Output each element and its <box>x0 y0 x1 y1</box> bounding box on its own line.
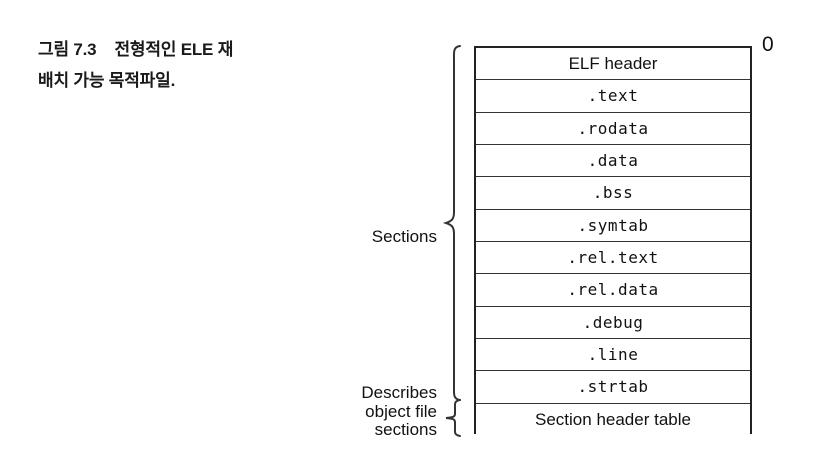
table-row: .data <box>476 144 750 178</box>
sections-brace-icon <box>442 45 461 401</box>
section-row-label: .symtab <box>577 215 649 235</box>
offset-zero-label: 0 <box>762 33 774 56</box>
section-row-label: .data <box>587 151 639 171</box>
describes-label-line-2: object file <box>365 401 437 421</box>
section-row-label: .rel.text <box>567 248 659 268</box>
table-row: .text <box>476 80 750 113</box>
table-row: Section header table <box>476 403 750 436</box>
describes-brace-label: Describes object file sections <box>290 383 437 440</box>
section-row-label: .debug <box>582 312 644 332</box>
table-row: .bss <box>476 177 750 210</box>
table-row: .symtab <box>476 209 750 242</box>
caption-text-part-1: 전형적인 ELE 재 <box>114 40 234 59</box>
section-row-label: .rel.data <box>567 280 659 300</box>
section-row-label: ELF header <box>568 53 658 73</box>
table-row: .line <box>476 338 750 372</box>
sections-brace-label: Sections <box>371 227 437 246</box>
object-file-section-table: ELF header .text .rodata .data .bss .symtab .r… <box>474 46 752 436</box>
figure-number: 그림 7.3 <box>38 40 97 59</box>
table-row: .rel.data <box>476 274 750 307</box>
describes-brace-icon <box>445 399 461 437</box>
caption-line-1: 그림 7.3 전형적인 ELE 재 <box>38 34 308 65</box>
section-row-label: .bss <box>592 183 634 203</box>
section-row-label: .strtab <box>577 377 649 397</box>
table-row: .rel.text <box>476 241 750 275</box>
table-row: .strtab <box>476 371 750 404</box>
table-row: ELF header <box>476 48 750 81</box>
describes-label-line-3: sections <box>374 420 437 439</box>
figure-caption: 그림 7.3 전형적인 ELE 재 배치 가능 목적파일. <box>38 34 308 96</box>
table-row: .rodata <box>476 112 750 145</box>
describes-label-line-1: Describes <box>361 383 437 402</box>
section-row-label: .rodata <box>577 118 649 138</box>
section-row-label: .text <box>587 86 639 106</box>
caption-line-2: 배치 가능 목적파일. <box>38 71 176 90</box>
section-row-label: .line <box>587 345 639 365</box>
section-row-label: Section header table <box>535 409 691 429</box>
table-row: .debug <box>476 306 750 339</box>
